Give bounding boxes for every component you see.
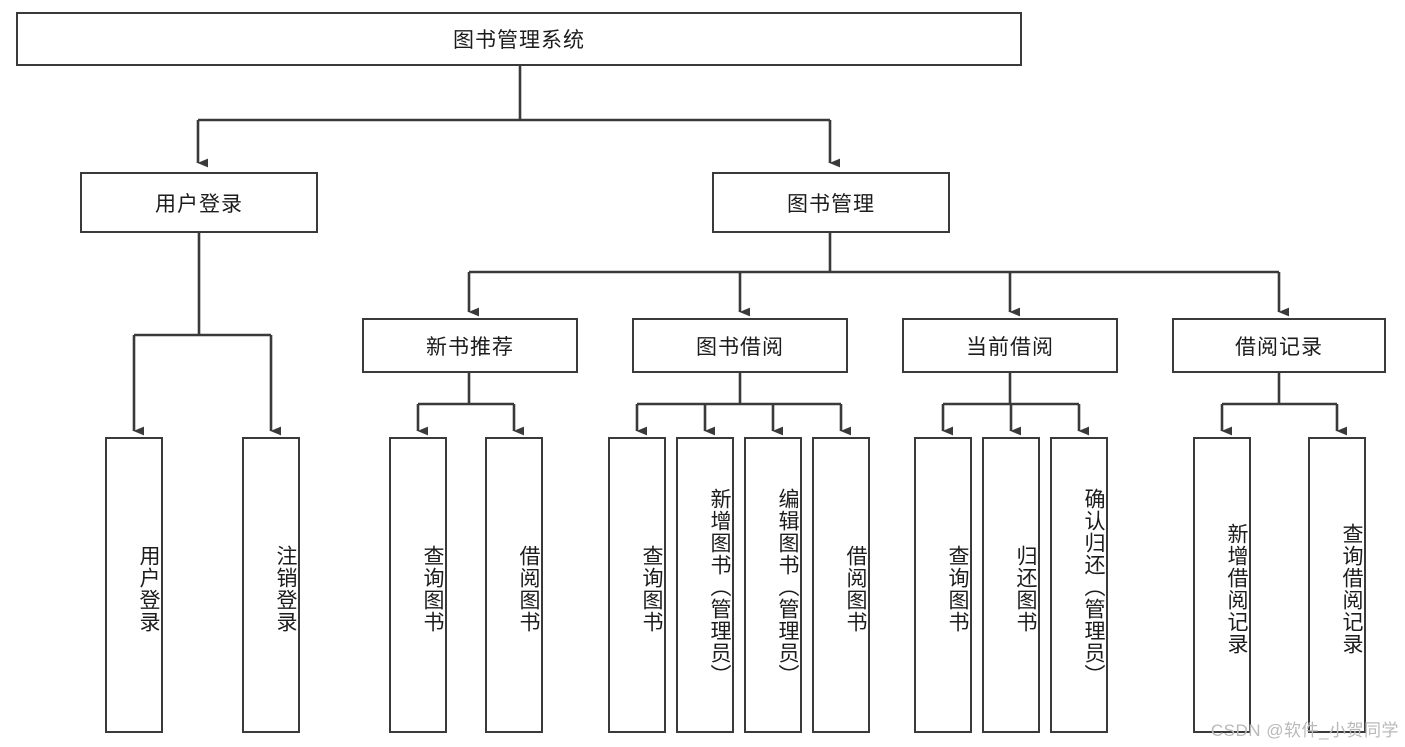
node-leaf-record-query-label: 查询借阅记录 xyxy=(1340,523,1363,655)
node-leaf-borrow-edit-book[interactable]: 编辑图书（管理员） xyxy=(744,437,802,733)
node-leaf-borrow-edit-book-label: 编辑图书（管理员） xyxy=(776,488,799,686)
node-root-library-system-label: 图书管理系统 xyxy=(453,29,585,52)
node-user-login[interactable]: 用户登录 xyxy=(80,172,318,233)
node-leaf-borrow-add-book[interactable]: 新增图书（管理员） xyxy=(676,437,734,733)
node-leaf-current-confirm-return[interactable]: 确认归还（管理员） xyxy=(1050,437,1108,733)
node-leaf-current-query-book[interactable]: 查询图书 xyxy=(914,437,972,733)
node-user-login-label: 用户登录 xyxy=(155,192,243,216)
node-borrow-record-label: 借阅记录 xyxy=(1235,335,1323,359)
node-leaf-new-book-borrow[interactable]: 借阅图书 xyxy=(485,437,543,733)
node-leaf-record-query[interactable]: 查询借阅记录 xyxy=(1308,437,1366,733)
node-leaf-borrow-query-book-label: 查询图书 xyxy=(640,545,663,633)
node-leaf-record-add[interactable]: 新增借阅记录 xyxy=(1193,437,1251,733)
node-leaf-borrow-borrow-book[interactable]: 借阅图书 xyxy=(812,437,870,733)
node-new-book-recommend-label: 新书推荐 xyxy=(426,335,514,359)
node-leaf-borrow-add-book-label: 新增图书（管理员） xyxy=(708,488,731,686)
node-leaf-current-query-book-label: 查询图书 xyxy=(946,545,969,633)
node-current-borrow-label: 当前借阅 xyxy=(966,335,1054,359)
node-leaf-user-login-signout[interactable]: 注销登录 xyxy=(242,437,300,733)
node-leaf-user-login-signout-label: 注销登录 xyxy=(274,545,297,633)
node-new-book-recommend[interactable]: 新书推荐 xyxy=(362,318,578,373)
node-current-borrow[interactable]: 当前借阅 xyxy=(902,318,1118,373)
node-leaf-new-book-query-label: 查询图书 xyxy=(421,545,444,633)
node-borrow-record[interactable]: 借阅记录 xyxy=(1172,318,1386,373)
node-book-management[interactable]: 图书管理 xyxy=(712,172,950,233)
node-root-library-system[interactable]: 图书管理系统 xyxy=(16,12,1022,66)
node-leaf-new-book-query[interactable]: 查询图书 xyxy=(389,437,447,733)
node-leaf-user-login-signin-label: 用户登录 xyxy=(137,545,160,633)
node-book-management-label: 图书管理 xyxy=(787,192,875,216)
node-leaf-current-confirm-return-label: 确认归还（管理员） xyxy=(1082,488,1105,686)
node-book-borrow[interactable]: 图书借阅 xyxy=(632,318,848,373)
node-book-borrow-label: 图书借阅 xyxy=(696,335,784,359)
node-leaf-user-login-signin[interactable]: 用户登录 xyxy=(105,437,163,733)
node-leaf-record-add-label: 新增借阅记录 xyxy=(1225,523,1248,655)
node-leaf-borrow-borrow-book-label: 借阅图书 xyxy=(844,545,867,633)
node-leaf-current-return-book-label: 归还图书 xyxy=(1014,545,1037,633)
node-leaf-new-book-borrow-label: 借阅图书 xyxy=(517,545,540,633)
node-leaf-current-return-book[interactable]: 归还图书 xyxy=(982,437,1040,733)
node-leaf-borrow-query-book[interactable]: 查询图书 xyxy=(608,437,666,733)
